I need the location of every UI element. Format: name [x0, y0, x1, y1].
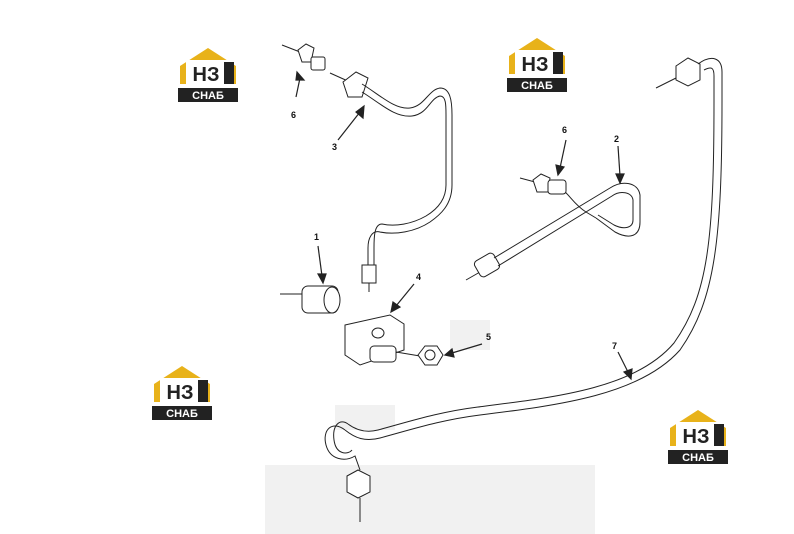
leader-lines: [295, 70, 633, 381]
brand-logo: НЗ СНАБ: [150, 362, 214, 424]
logo-bottom-text: СНАБ: [521, 80, 553, 92]
part-7-hose: [324, 57, 723, 522]
callout-7: 7: [612, 341, 618, 351]
house-logo-icon: НЗ СНАБ: [507, 38, 567, 92]
part-2-fuel-line: [465, 182, 641, 281]
callout-6-left: 6: [291, 110, 297, 120]
part-5-nut: [417, 345, 444, 366]
logo-bottom-text: СНАБ: [166, 408, 198, 420]
logo-top-text: НЗ: [193, 64, 220, 86]
callout-2: 2: [614, 134, 620, 144]
part-3-fuel-line: [329, 71, 453, 292]
part-4-bracket: [344, 314, 421, 366]
brand-logo: НЗ СНАБ: [176, 44, 240, 106]
logo-bottom-text: СНАБ: [682, 452, 714, 464]
house-logo-icon: НЗ СНАБ: [178, 48, 238, 102]
logo-top-text: НЗ: [167, 382, 194, 404]
logo-top-text: НЗ: [522, 54, 549, 76]
house-logo-icon: НЗ СНАБ: [668, 410, 728, 464]
part-1-sleeve: [280, 285, 341, 314]
logo-bottom-text: СНАБ: [192, 90, 224, 102]
background-smudges: [265, 320, 595, 534]
callout-3: 3: [332, 142, 338, 152]
part-6-fitting-middle: [519, 173, 567, 195]
brand-logo: НЗ СНАБ: [666, 406, 730, 468]
callout-5: 5: [486, 332, 492, 342]
brand-logo: НЗ СНАБ: [505, 34, 569, 96]
callout-6-middle: 6: [562, 125, 568, 135]
logo-top-text: НЗ: [683, 426, 710, 448]
callout-4: 4: [416, 272, 422, 282]
callout-1: 1: [314, 232, 320, 242]
part-6-fitting-left: [281, 43, 326, 71]
house-logo-icon: НЗ СНАБ: [152, 366, 212, 420]
